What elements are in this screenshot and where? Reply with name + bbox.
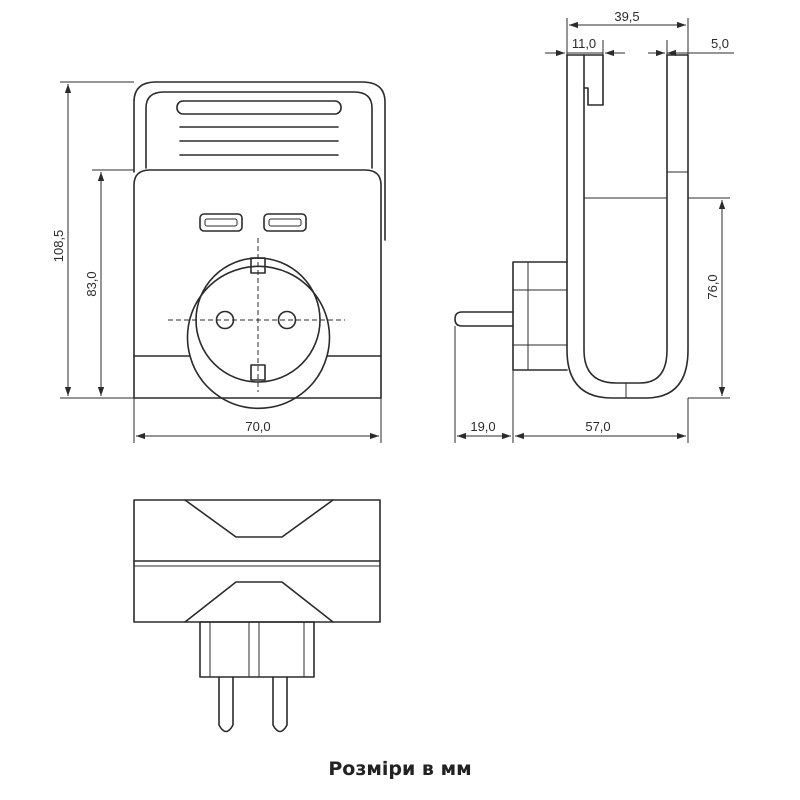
usb-port-right <box>263 213 307 232</box>
plug-base <box>199 621 315 678</box>
front-clip-outline <box>133 81 386 241</box>
side-plug-block <box>512 261 568 371</box>
caption: Розміри в мм <box>328 758 472 780</box>
plug-pin-left <box>218 676 234 733</box>
bottom-top-notch <box>184 499 334 538</box>
dim-clip-thickness: 11,0 <box>572 36 596 51</box>
dim-body-height: 83,0 <box>84 271 99 296</box>
side-view <box>454 54 689 399</box>
front-body <box>133 169 382 399</box>
dim-total-height: 108,5 <box>51 230 66 263</box>
bottom-plug-notch <box>184 581 334 623</box>
dim-side-depth: 57,0 <box>585 419 610 434</box>
side-dimensions: 39,5 11,0 5,0 76,0 19,0 57,0 <box>454 9 734 443</box>
earth-contact-bottom <box>250 364 266 381</box>
dim-overall-depth: 39,5 <box>614 9 639 24</box>
socket-hole-right <box>277 310 297 330</box>
side-hook-outer <box>566 54 689 399</box>
dim-pin-length: 19,0 <box>470 419 495 434</box>
socket-rim <box>186 265 331 410</box>
bottom-view <box>133 499 381 733</box>
dim-clip-tip: 5,0 <box>711 36 729 51</box>
front-dimensions: 108,5 83,0 70,0 <box>51 81 382 443</box>
side-pin <box>454 311 514 327</box>
front-clip-inner <box>145 91 373 169</box>
usb-port-left <box>199 213 243 232</box>
plug-pin-right <box>272 676 288 733</box>
clip-slot <box>176 100 342 115</box>
plug-earth-slot <box>248 621 260 678</box>
side-hook-inner <box>583 54 668 384</box>
dim-width: 70,0 <box>245 419 270 434</box>
dim-hook-height: 76,0 <box>705 274 720 299</box>
front-view <box>133 81 386 410</box>
clip-tab <box>583 54 604 106</box>
